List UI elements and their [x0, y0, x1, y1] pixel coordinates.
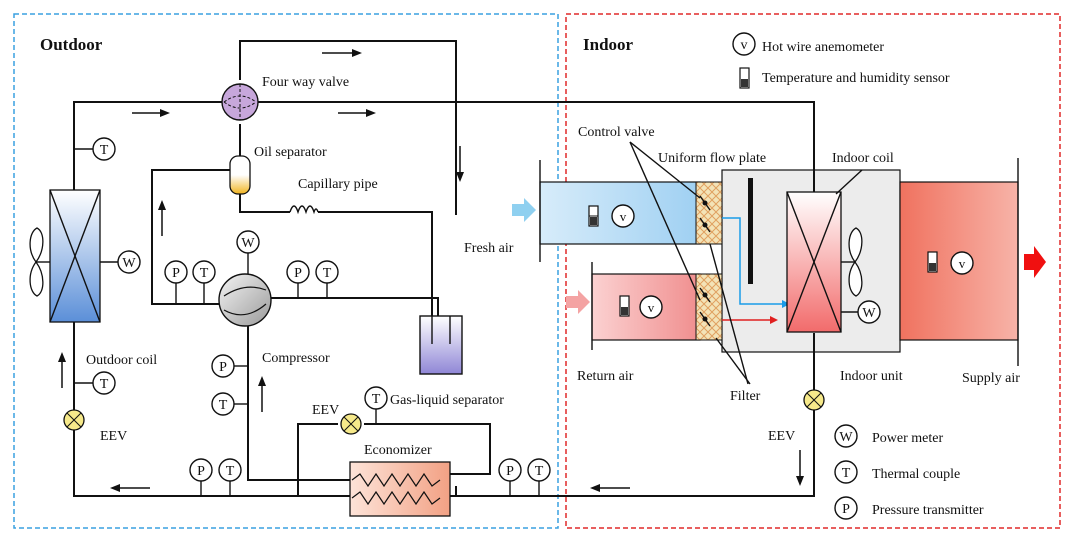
indoor-fan-icon: [841, 227, 863, 297]
filter-label: Filter: [730, 389, 761, 404]
indoor-coil-label: Indoor coil: [832, 151, 894, 166]
eev-left-icon: [63, 409, 85, 431]
outdoor-title: Outdoor: [40, 35, 103, 54]
indoor-title: Indoor: [583, 35, 634, 54]
svg-text:P: P: [219, 360, 227, 375]
anemometer-return: v: [639, 295, 663, 319]
eev-mid-icon: [340, 413, 362, 435]
svg-text:P: P: [294, 266, 302, 281]
temp-humidity-sensor-return: [619, 295, 630, 317]
pressure-suction-1: P: [164, 260, 188, 304]
gas-liquid-separator: [419, 315, 463, 375]
legend-pressure-transmitter: Pressure transmitter: [872, 503, 984, 518]
legend-hot-wire-anemometer: Hot wire anemometer: [762, 40, 884, 55]
pressure-compressor-inlet: P: [211, 354, 248, 378]
power-meter-indoor-fan: W: [841, 300, 881, 324]
four-way-valve-label: Four way valve: [262, 75, 349, 90]
outdoor-coil: [49, 189, 101, 323]
four-way-valve-icon: [221, 83, 259, 121]
svg-text:v: v: [741, 38, 748, 53]
eev-right-icon: [803, 389, 825, 411]
uniform-flow-plate-label: Uniform flow plate: [658, 151, 766, 166]
thermocouple-discharge: T: [315, 260, 339, 298]
svg-text:W: W: [122, 256, 136, 271]
legend-thermal-couple: Thermal couple: [872, 467, 960, 482]
outdoor-fan-icon: [29, 227, 50, 297]
svg-text:T: T: [226, 464, 235, 479]
thermocouple-suction-1: T: [192, 260, 216, 304]
legend-power-meter: Power meter: [872, 431, 943, 446]
svg-text:v: v: [959, 256, 966, 271]
fresh-air-label: Fresh air: [464, 241, 514, 256]
supply-air-arrow-icon: [1024, 246, 1046, 278]
svg-text:T: T: [323, 266, 332, 281]
svg-text:P: P: [197, 464, 205, 479]
svg-text:T: T: [535, 464, 544, 479]
svg-text:W: W: [862, 306, 876, 321]
filter-lower: [695, 273, 723, 341]
indoor-unit-label: Indoor unit: [840, 369, 903, 384]
oil-separator: [229, 155, 251, 195]
svg-text:v: v: [620, 209, 627, 224]
svg-text:T: T: [100, 143, 109, 158]
svg-text:W: W: [241, 236, 255, 251]
pressure-bottom-right: P: [498, 458, 522, 496]
thermocouple-eev-mid: T: [364, 386, 388, 424]
temp-humidity-sensor-fresh: [588, 205, 599, 227]
fresh-air-duct: [539, 181, 701, 245]
svg-text:T: T: [200, 266, 209, 281]
power-meter-compressor: W: [236, 230, 260, 274]
return-air-label: Return air: [577, 369, 634, 384]
outdoor-region-border: [13, 13, 559, 529]
compressor: [218, 273, 272, 327]
anemometer-supply: v: [950, 251, 974, 275]
legend-temp-humidity-sensor: Temperature and humidity sensor: [762, 71, 950, 86]
thermocouple-bottom-left: T: [218, 458, 242, 496]
thermocouple-bottom-right: T: [527, 458, 551, 496]
economizer-label: Economizer: [364, 443, 432, 458]
eev-mid-label: EEV: [312, 403, 339, 418]
svg-text:P: P: [506, 464, 514, 479]
capillary-pipe-label: Capillary pipe: [298, 177, 378, 192]
legend: v Hot wire anemometer Temperature and hu…: [732, 32, 984, 520]
uniform-flow-plate: [748, 178, 753, 284]
svg-text:v: v: [648, 300, 655, 315]
svg-text:T: T: [219, 398, 228, 413]
eev-left-label: EEV: [100, 429, 127, 444]
flow-arrows: [58, 49, 804, 492]
pressure-bottom-left: P: [189, 458, 213, 496]
fresh-air-arrow-icon: [512, 198, 536, 222]
capillary-pipe: [289, 205, 319, 215]
anemometer-fresh: v: [611, 204, 635, 228]
economizer: [349, 461, 451, 517]
svg-text:P: P: [172, 266, 180, 281]
svg-text:T: T: [842, 466, 851, 481]
gas-liquid-separator-label: Gas-liquid separator: [390, 393, 504, 408]
return-air-arrow-icon: [566, 290, 590, 314]
indoor-coil: [786, 191, 842, 333]
svg-text:T: T: [100, 377, 109, 392]
pressure-discharge: P: [286, 260, 310, 298]
eev-right-label: EEV: [768, 429, 795, 444]
oil-separator-label: Oil separator: [254, 145, 327, 160]
thermocouple-outdoor-coil: T: [74, 371, 116, 395]
svg-text:W: W: [839, 430, 853, 445]
thermocouple-top-left: T: [74, 137, 116, 161]
compressor-label: Compressor: [262, 351, 330, 366]
control-valve-upper: [699, 195, 711, 233]
outdoor-coil-label: Outdoor coil: [86, 353, 157, 368]
power-meter-outdoor-coil: W: [100, 250, 141, 274]
thermocouple-compressor-inlet: T: [211, 392, 248, 416]
control-valve-lower: [699, 287, 711, 327]
control-valve-label: Control valve: [578, 125, 655, 140]
supply-air-label: Supply air: [962, 371, 1020, 386]
temp-humidity-sensor-supply: [927, 251, 938, 273]
svg-text:T: T: [372, 392, 381, 407]
filter-upper: [695, 181, 723, 245]
svg-text:P: P: [842, 502, 850, 517]
